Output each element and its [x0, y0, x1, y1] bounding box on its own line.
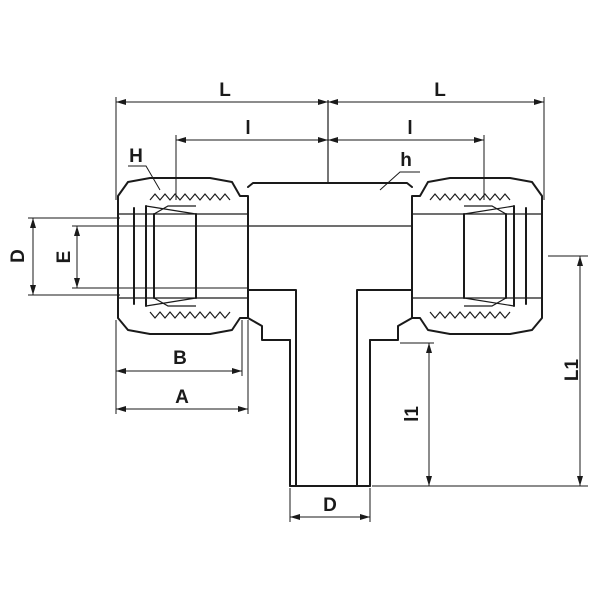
dimension-lines: [28, 97, 588, 522]
dimension-labels: L L l l H h D E B A L1 l1 D: [8, 80, 583, 516]
label-L-right: L: [434, 80, 446, 101]
label-B: B: [173, 348, 187, 369]
tee-body: [247, 100, 413, 487]
label-h: h: [400, 150, 412, 171]
label-L-left: L: [219, 80, 231, 101]
left-nut: [117, 177, 249, 335]
label-l-left: l: [245, 118, 250, 139]
label-H: H: [129, 146, 143, 167]
label-E: E: [54, 251, 75, 264]
label-l1: l1: [402, 406, 423, 422]
label-D-bottom: D: [323, 495, 337, 516]
label-l-right: l: [407, 118, 412, 139]
label-A: A: [175, 387, 189, 408]
right-nut: [411, 177, 543, 335]
label-L1: L1: [562, 358, 583, 381]
label-D-left: D: [8, 249, 29, 263]
